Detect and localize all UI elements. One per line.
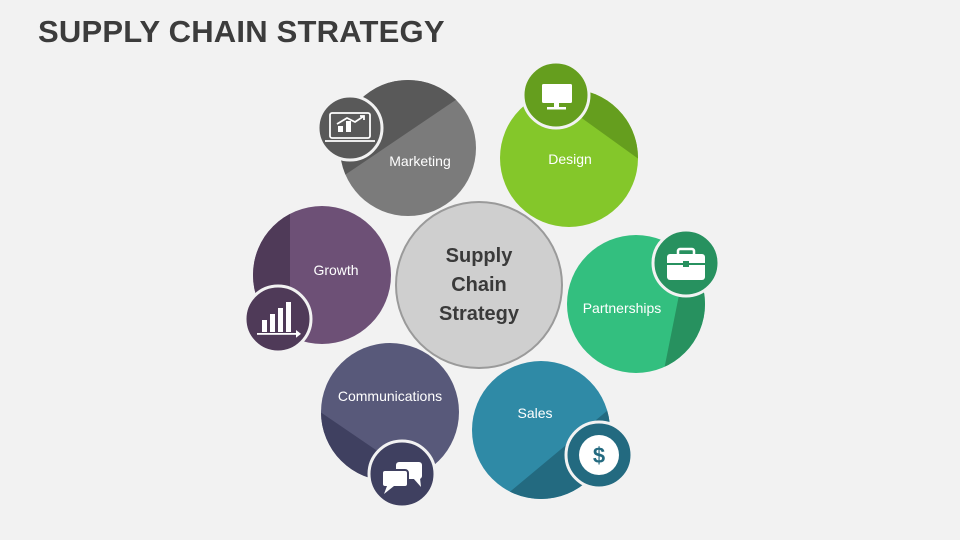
center-circle — [395, 201, 563, 369]
design-node: Design — [500, 60, 638, 227]
design-label: Design — [548, 151, 592, 167]
center-label-line-3: Strategy — [439, 303, 520, 325]
sales-node: $ Sales — [472, 361, 634, 499]
presentation-chart-icon — [325, 112, 375, 142]
partnerships-shade — [660, 240, 705, 373]
monitor-icon — [542, 84, 572, 110]
communications-label: Communications — [338, 388, 442, 404]
center-label-line-2: Chain — [451, 274, 507, 296]
growth-label: Growth — [313, 262, 358, 278]
partnerships-node: Partnerships — [567, 228, 721, 373]
center-node: Supply Chain Strategy — [395, 201, 563, 369]
chat-bubbles-icon — [381, 462, 422, 494]
page-title: SUPPLY CHAIN STRATEGY — [38, 14, 445, 49]
center-label-line-1: Supply — [446, 245, 514, 267]
communications-node: Communications — [321, 343, 459, 509]
dollar-icon: $ — [579, 435, 619, 475]
svg-text:$: $ — [593, 443, 605, 468]
partnerships-label: Partnerships — [583, 300, 662, 316]
bar-chart-icon — [257, 302, 301, 338]
marketing-node: Marketing — [316, 80, 476, 216]
sales-label: Sales — [517, 405, 552, 421]
briefcase-icon — [667, 247, 705, 280]
growth-node: Growth — [243, 206, 391, 354]
marketing-label: Marketing — [389, 153, 450, 169]
